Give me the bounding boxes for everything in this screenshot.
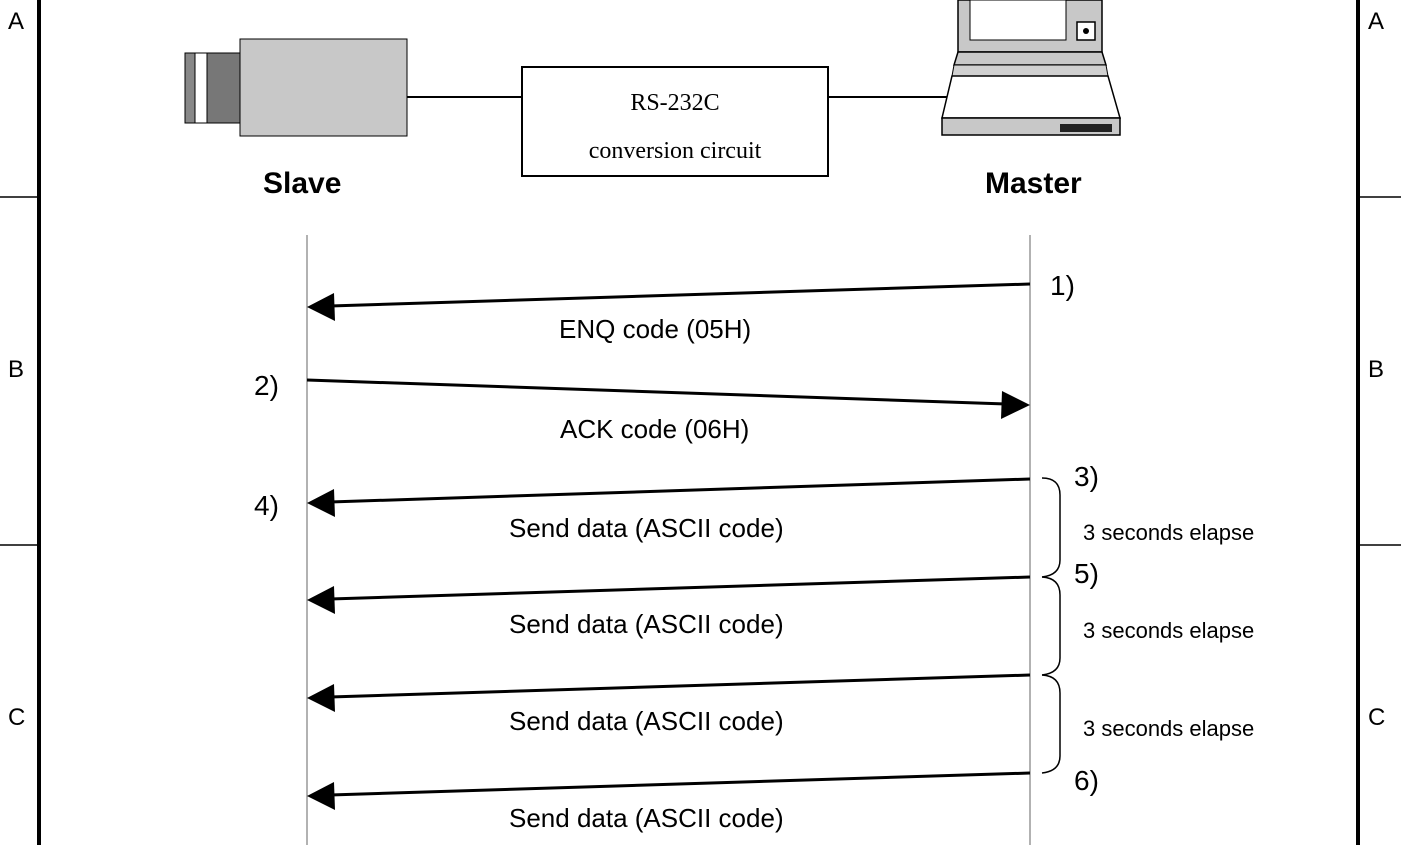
row-label-a-left: A — [8, 8, 25, 35]
step-2: 2) — [254, 370, 279, 401]
row-label-b-left: B — [8, 356, 25, 383]
elapse-label-1: 3 seconds elapse — [1083, 520, 1255, 545]
message-label-send-2: Send data (ASCII code) — [509, 609, 784, 639]
converter-label-line1: RS-232C — [630, 90, 720, 116]
step-3: 3) — [1074, 461, 1099, 492]
step-6: 6) — [1074, 765, 1099, 796]
step-4: 4) — [254, 490, 279, 521]
row-label-b-right: B — [1368, 356, 1385, 383]
message-label-ack: ACK code (06H) — [560, 414, 750, 444]
elapse-brace-1 — [1041, 477, 1061, 578]
master-label: Master — [985, 167, 1082, 200]
elapse-brace-3 — [1041, 674, 1061, 774]
message-label-enq: ENQ code (05H) — [559, 314, 752, 344]
elapse-brace-2 — [1041, 576, 1061, 676]
send-data-arrow-4 — [307, 771, 1031, 810]
step-1: 1) — [1050, 270, 1075, 301]
elapse-label-3: 3 seconds elapse — [1083, 716, 1255, 741]
row-label-c-left: C — [8, 704, 26, 731]
send-data-arrow-2 — [307, 575, 1031, 614]
enq-arrow — [307, 282, 1031, 321]
row-label-c-right: C — [1368, 704, 1386, 731]
slave-device-icon — [184, 38, 408, 137]
send-data-arrow-3 — [307, 673, 1031, 712]
rs232c-converter-box — [521, 66, 829, 177]
message-label-send-1: Send data (ASCII code) — [509, 513, 784, 543]
row-label-a-right: A — [1368, 8, 1385, 35]
message-label-send-4: Send data (ASCII code) — [509, 803, 784, 833]
step-5: 5) — [1074, 558, 1099, 589]
master-laptop-icon — [941, 0, 1121, 136]
slave-label: Slave — [263, 167, 342, 200]
message-label-send-3: Send data (ASCII code) — [509, 706, 784, 736]
send-data-arrow-1 — [307, 477, 1031, 517]
elapse-label-2: 3 seconds elapse — [1083, 618, 1255, 643]
ack-arrow — [306, 378, 1030, 419]
converter-label-line2: conversion circuit — [588, 138, 762, 164]
